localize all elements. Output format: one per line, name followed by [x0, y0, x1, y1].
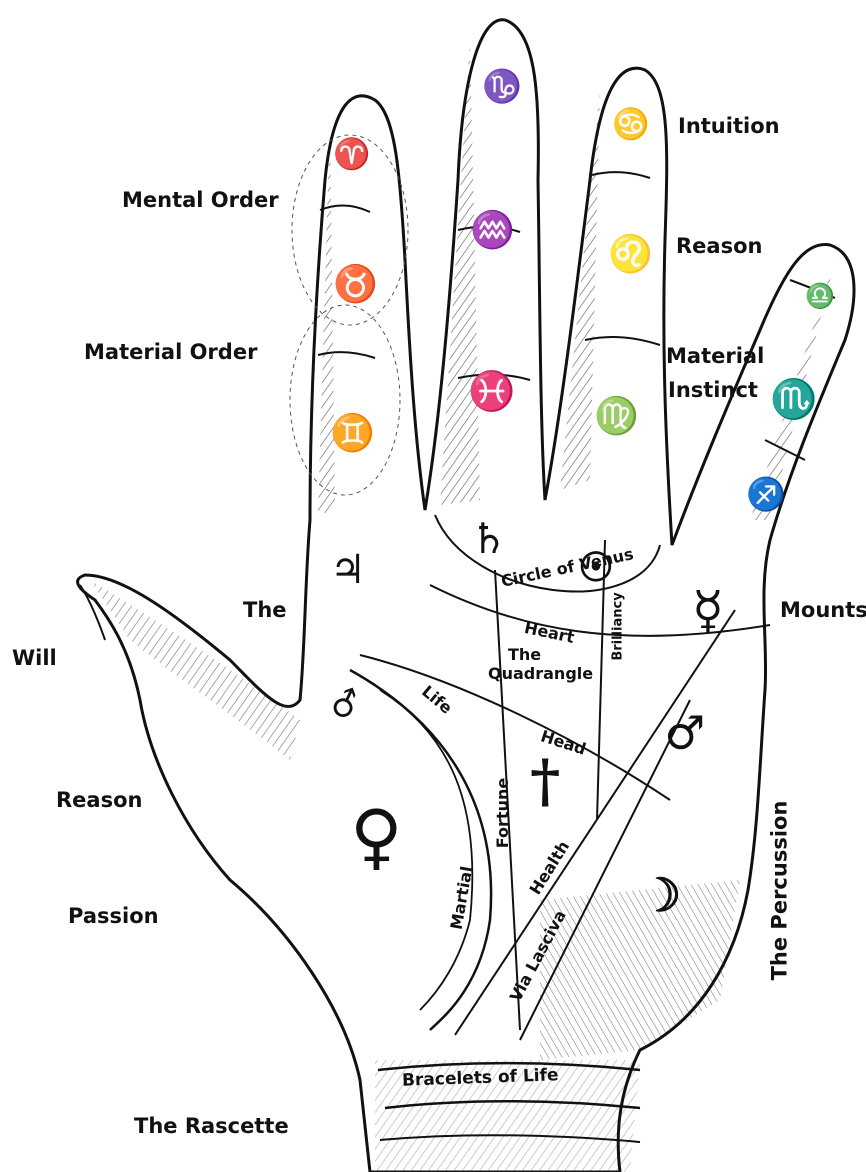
the-label: The: [243, 600, 287, 621]
libra-icon: ♎: [805, 284, 835, 308]
pisces-icon: ♓: [468, 372, 515, 410]
the-quadrangle-label-line2: Quadrangle: [488, 666, 593, 682]
sagittarius-icon: ♐: [746, 478, 786, 510]
mounts-label: Mounts: [780, 600, 866, 621]
cancer-icon: ♋: [612, 110, 649, 140]
aries-icon: ♈: [333, 140, 370, 170]
venus-icon: ♀: [350, 800, 403, 872]
dagger-icon: †: [530, 752, 560, 810]
reason-thumb-label: Reason: [56, 790, 142, 811]
the-quadrangle-label-line1: The: [508, 647, 541, 663]
sun-icon: ☉: [578, 548, 614, 588]
jupiter-icon: ♃: [330, 550, 366, 590]
leo-icon: ♌: [608, 236, 653, 272]
mental-order-label: Mental Order: [122, 190, 279, 211]
the-rascette-label: The Rascette: [134, 1116, 289, 1137]
saturn-icon: ♄: [470, 518, 508, 560]
scorpio-icon: ♏: [770, 380, 817, 418]
virgo-icon: ♍: [594, 398, 639, 434]
capricorn-icon: ♑: [482, 70, 522, 102]
material-instinct-label-line1: Material: [666, 346, 764, 367]
the-percussion-label: The Percussion: [769, 801, 790, 981]
mars-palm-icon: ♂: [664, 710, 705, 756]
mercury-icon: ☿: [692, 585, 724, 637]
passion-label: Passion: [68, 906, 159, 927]
brilliancy-label: Brilliancy: [612, 592, 625, 660]
taurus-icon: ♉: [333, 266, 378, 302]
fortune-label: Fortune: [495, 778, 511, 848]
material-instinct-label-line2: Instinct: [668, 380, 758, 401]
reason-finger-label: Reason: [676, 236, 762, 257]
gemini-icon: ♊: [330, 415, 375, 451]
material-order-label: Material Order: [84, 342, 257, 363]
intuition-label: Intuition: [678, 116, 780, 137]
aquarius-icon: ♒: [470, 212, 515, 248]
will-label: Will: [12, 648, 57, 669]
moon-icon: ☽: [640, 872, 681, 918]
